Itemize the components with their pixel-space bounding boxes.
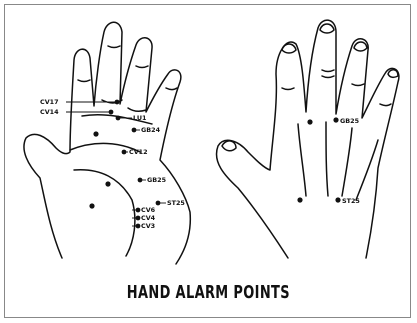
point-back-top-left [307, 119, 312, 124]
label-cv14: CV14 [40, 108, 59, 116]
point-back-lower-left [297, 197, 302, 202]
point-palm-thenar [89, 203, 94, 208]
back-knuckle [322, 76, 334, 78]
back-fingernail [320, 24, 334, 33]
point-cv4 [136, 216, 141, 221]
palm-finger-segment [136, 66, 148, 68]
label-cv4: CV4 [141, 214, 156, 222]
point-back-lower-right [335, 197, 340, 202]
back-fingernail [388, 70, 398, 78]
back-knuckle [322, 70, 334, 72]
back-tendon [298, 124, 306, 196]
label-back-gb25: GB25 [340, 117, 359, 125]
point-st25 [156, 201, 161, 206]
label-cv12: CV12 [129, 148, 148, 156]
point-gb25 [138, 178, 143, 183]
back-knuckle [380, 104, 391, 106]
label-cv3: CV3 [141, 222, 155, 230]
point-cv14 [109, 110, 114, 115]
back-hand-outline [216, 20, 398, 258]
label-gb25: GB25 [147, 176, 166, 184]
point-palm-mid [105, 181, 110, 186]
point-lu1 [116, 116, 121, 121]
point-cv12 [122, 150, 127, 155]
back-fingernail [282, 44, 296, 53]
label-lu1: LU1 [133, 114, 146, 122]
point-cv3 [136, 224, 141, 229]
back-tendon [326, 122, 328, 196]
back-fingernail [354, 42, 367, 51]
back-fingernail [222, 141, 236, 151]
label-st25: ST25 [167, 199, 185, 207]
back-knuckle [282, 88, 294, 90]
back-tendon [356, 140, 378, 200]
back-knuckle [352, 84, 364, 86]
point-gb24 [132, 128, 137, 133]
palm-finger-segment [166, 88, 177, 90]
point-cv17 [115, 100, 120, 105]
label-cv6: CV6 [141, 206, 156, 214]
diagram-caption: HAND ALARM POINTS [58, 282, 358, 303]
label-back-st25: ST25 [342, 197, 360, 205]
label-gb24: GB24 [141, 126, 161, 134]
palm-finger-segment [78, 80, 90, 82]
point-cv6 [136, 208, 141, 213]
back-tendon [342, 128, 352, 196]
palm-crease-life [74, 170, 135, 256]
point-palm-left [93, 131, 98, 136]
label-cv17: CV17 [40, 98, 59, 106]
point-back-top-right [333, 117, 338, 122]
palm-finger-segment [108, 46, 120, 48]
palm-finger-crease [128, 108, 146, 111]
